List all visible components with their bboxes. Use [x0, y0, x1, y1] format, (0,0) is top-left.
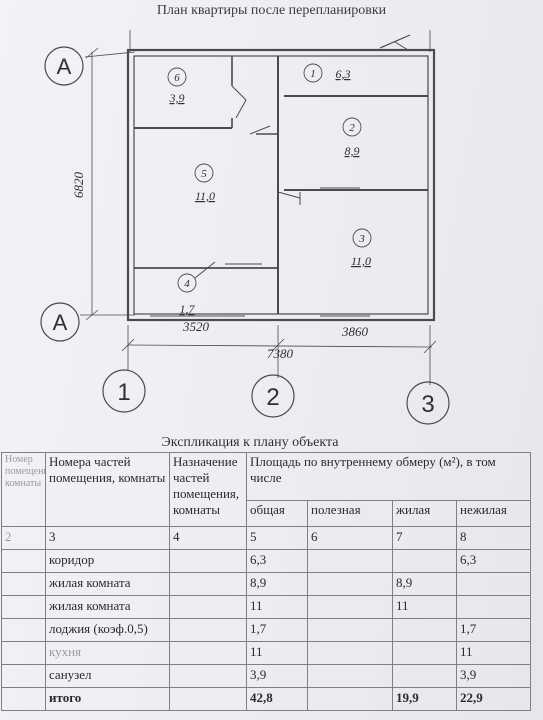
axis-bubble-a-bottom	[40, 302, 80, 342]
row-total: 8,9	[246, 572, 308, 596]
room-area-5: 11,0	[195, 189, 215, 203]
row-total: 6,3	[246, 549, 308, 573]
total-row: итого 42,8 19,9 22,9	[1, 687, 532, 711]
row-name: жилая комната	[45, 595, 170, 619]
room-marker-3	[352, 228, 372, 248]
outer-wall	[126, 48, 436, 322]
num-cell: 8	[455, 526, 532, 550]
header-room-number: Номер помещения, комнаты	[1, 452, 46, 527]
total-nonliving: 22,9	[455, 687, 532, 711]
dimension-line-total	[127, 344, 433, 348]
room-num-2: 2	[349, 122, 355, 134]
header-nonliving: нежилая	[455, 500, 532, 527]
dim-height: 6820	[71, 172, 86, 199]
row-living	[392, 549, 457, 573]
header-area: Площадь по внутреннему обмеру (м²), в то…	[245, 452, 532, 501]
explication-title: Экспликация к плану объекта	[161, 435, 339, 450]
room-marker-5	[194, 163, 214, 183]
row-nonliving	[455, 572, 532, 596]
table-row: коридор 6,3 6,3	[1, 549, 532, 573]
header-part-numbers: Номера частей помещения, комнаты	[45, 452, 170, 527]
row-name: коридор	[45, 549, 170, 573]
row-living	[392, 641, 457, 665]
balcony-door	[379, 34, 411, 49]
row-total: 3,9	[246, 664, 308, 688]
row-living	[392, 664, 457, 688]
explication-table-wrap: Номер помещения, комнаты Номера частей п…	[1, 452, 532, 711]
row-total: 11	[246, 595, 308, 619]
room-area-4: 1,7	[180, 302, 196, 316]
total-label: итого	[45, 687, 170, 711]
row-nonliving: 3,9	[455, 664, 532, 688]
numbering-row: 2 3 4 5 6 7 8	[1, 526, 532, 550]
axis-label-2: 2	[266, 384, 279, 411]
row-total: 1,7	[246, 618, 308, 642]
row-living: 8,9	[392, 572, 457, 596]
row-living: 11	[392, 595, 457, 619]
axis-bubble-2	[251, 374, 295, 418]
row-nonliving: 1,7	[455, 618, 532, 642]
table-row: кухня 11 11	[1, 641, 532, 665]
dim-left: 3520	[182, 319, 210, 334]
row-living	[392, 618, 457, 642]
plan-title: План квартиры после перепланировки	[156, 3, 387, 18]
room-area-1: 6,3	[336, 67, 351, 81]
dim-total: 7380	[267, 346, 294, 361]
explication-table: Номер помещения, комнаты Номера частей п…	[1, 452, 532, 711]
room-marker-6	[167, 67, 187, 87]
room-num-6: 6	[174, 72, 180, 84]
room-marker-1	[303, 63, 323, 83]
room-num-5: 5	[201, 168, 207, 180]
axis-label-1: 1	[117, 379, 130, 406]
num-cell: 3	[45, 526, 170, 550]
row-nonliving	[455, 595, 532, 619]
num-cell: 5	[246, 526, 308, 550]
total-area: 42,8	[246, 687, 308, 711]
room-area-3: 11,0	[351, 254, 371, 268]
row-name: санузел	[45, 664, 170, 688]
row-nonliving: 6,3	[455, 549, 532, 573]
row-nonliving: 11	[455, 641, 532, 665]
header-useful: полезная	[307, 500, 393, 527]
row-name: лоджия (коэф.0,5)	[45, 618, 170, 642]
table-row: жилая комната 8,9 8,9	[1, 572, 532, 596]
row-name: жилая комната	[45, 572, 170, 596]
row-name: кухня	[45, 641, 170, 665]
header-purpose: Назначение частей помещения, комнаты	[169, 452, 247, 527]
table-row: санузел 3,9 3,9	[1, 664, 532, 688]
num-cell: 4	[169, 526, 247, 550]
room-num-3: 3	[358, 233, 365, 245]
room-num-4: 4	[184, 278, 190, 290]
header-total: общая	[246, 500, 308, 527]
row-total: 11	[246, 641, 308, 665]
floor-plan: 6 3,9 1 6,3 2 8,9 3 11,0 4 1,7 5 11,0 35…	[40, 30, 450, 425]
dim-right: 3860	[341, 324, 369, 339]
room-area-2: 8,9	[345, 144, 360, 158]
room-area-6: 3,9	[169, 91, 185, 105]
num-cell: 7	[392, 526, 457, 550]
total-living: 19,9	[392, 687, 457, 711]
num-cell: 2	[1, 526, 46, 550]
header-living: жилая	[392, 500, 457, 527]
axis-label-3: 3	[421, 391, 434, 418]
room-num-1: 1	[310, 68, 316, 80]
table-row: лоджия (коэф.0,5) 1,7 1,7	[1, 618, 532, 642]
axis-label-a-bottom: А	[53, 310, 68, 335]
axis-bubble-a-top	[44, 46, 84, 86]
axis-label-a-top: А	[57, 54, 72, 79]
table-row: жилая комната 11 11	[1, 595, 532, 619]
axis-bubble-3	[406, 381, 450, 425]
room-marker-4	[177, 273, 197, 293]
num-cell: 6	[307, 526, 393, 550]
axis-line-a-top	[84, 51, 136, 58]
axis-bubble-1	[102, 369, 146, 413]
room-marker-2	[342, 117, 362, 137]
